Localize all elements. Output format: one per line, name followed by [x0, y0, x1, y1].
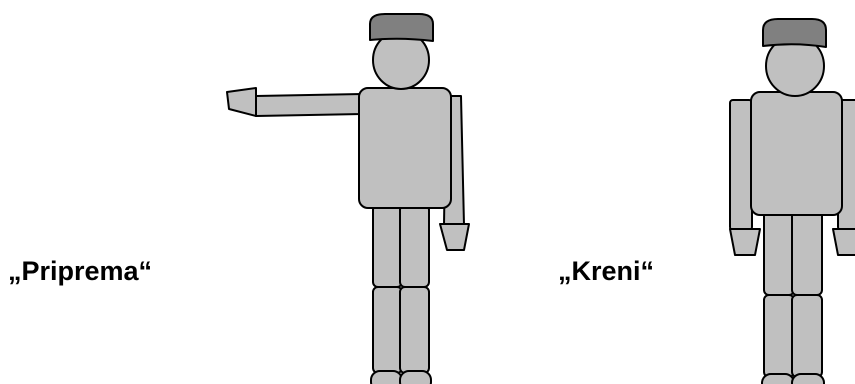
- right-shin: [400, 287, 429, 373]
- torso: [359, 88, 451, 208]
- left-shin: [764, 295, 794, 377]
- torso: [751, 92, 842, 215]
- right-shin: [792, 295, 822, 377]
- figure-kreni: [730, 19, 855, 384]
- left-hand: [730, 229, 760, 255]
- right-foot: [400, 371, 431, 384]
- left-foot: [371, 371, 402, 384]
- right-thigh: [792, 210, 822, 295]
- right-thigh: [400, 205, 429, 287]
- left-shin: [373, 287, 402, 373]
- left-thigh: [764, 210, 794, 295]
- right-hand: [833, 229, 855, 255]
- extended-arm: [256, 94, 362, 116]
- figure-priprema: [227, 14, 469, 384]
- cap: [370, 14, 433, 41]
- extended-hand: [227, 88, 256, 116]
- left-arm: [730, 100, 752, 230]
- cap: [763, 19, 826, 47]
- hanging-hand: [440, 224, 469, 250]
- left-thigh: [373, 205, 402, 287]
- left-foot: [762, 374, 794, 384]
- right-foot: [792, 374, 824, 384]
